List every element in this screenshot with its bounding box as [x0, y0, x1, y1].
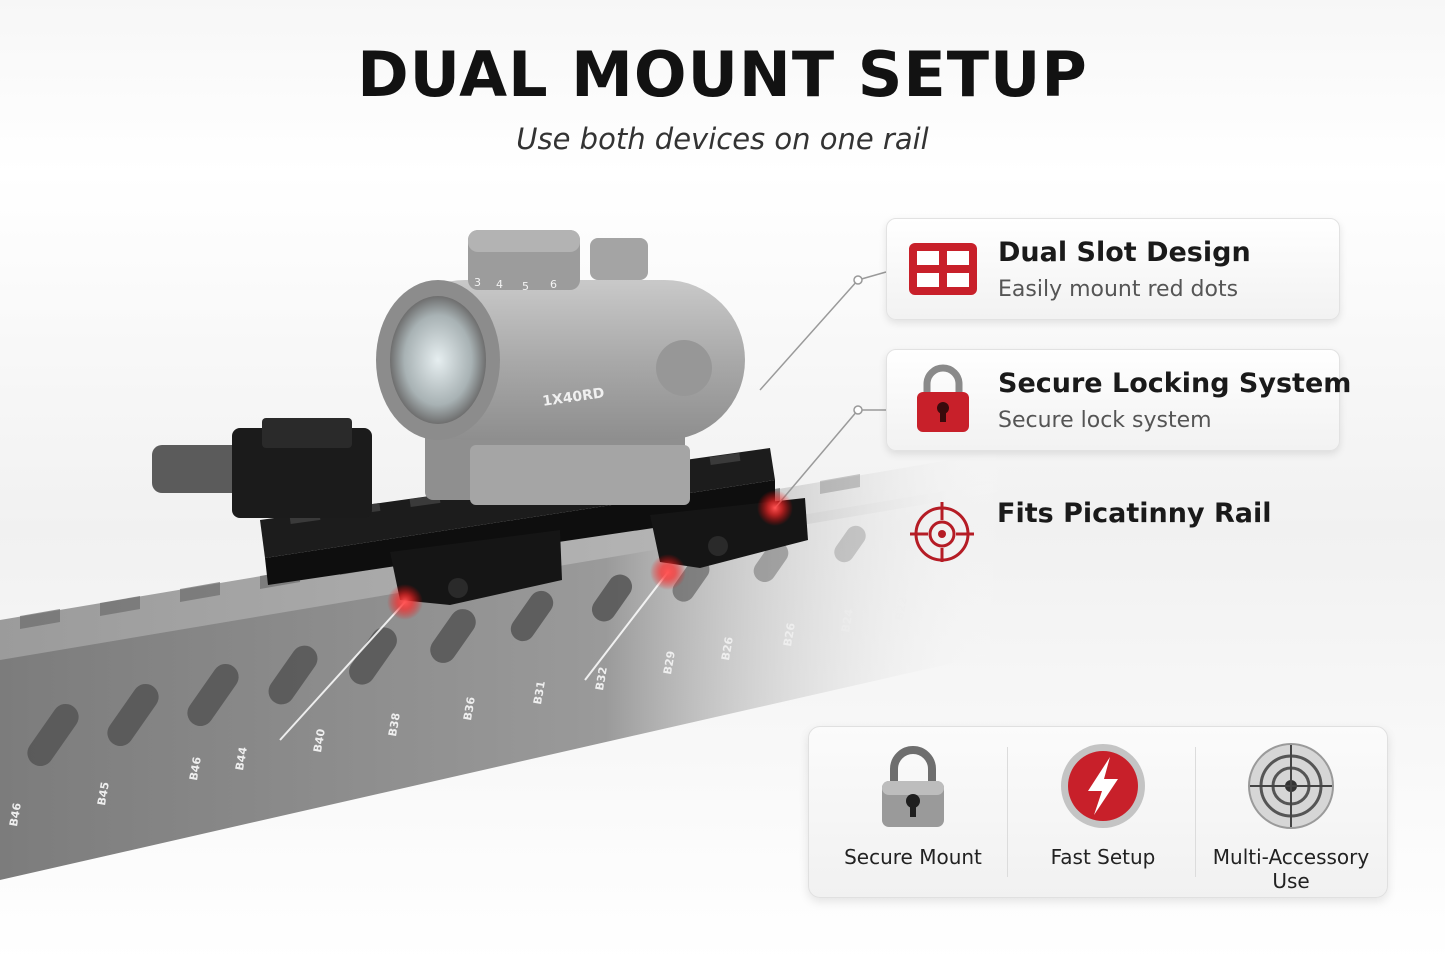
rail-marking: B40: [311, 728, 328, 754]
badge-label: Secure Mount: [844, 845, 982, 869]
feature-card-dual-slot: Dual Slot Design Easily mount red dots: [886, 218, 1340, 320]
crosshair-icon: [910, 502, 974, 562]
callout-leaders: [279, 271, 887, 741]
rail-marking: B22: [893, 596, 910, 622]
feature-title: Dual Slot Design: [998, 237, 1251, 268]
rail-marking: B26: [719, 636, 736, 662]
rail-marking: B31: [531, 680, 548, 706]
turret-number: 5: [522, 280, 529, 293]
padlock-icon: [882, 746, 944, 827]
badge-multi-accessory: Multi-Accessory Use: [1195, 727, 1387, 897]
page-subtitle: Use both devices on one rail: [516, 122, 929, 156]
dual-slot-icon: [909, 243, 977, 295]
rail-marking: B45: [95, 781, 112, 807]
badge-label: Fast Setup: [1050, 845, 1156, 869]
feature-description: Easily mount red dots: [998, 277, 1239, 302]
turret-number: 6: [550, 278, 557, 291]
padlock-icon: [917, 364, 969, 432]
rail-marking: B38: [386, 712, 403, 738]
turret-number: 3: [474, 276, 481, 289]
badge-divider: [1007, 747, 1008, 877]
badge-divider: [1195, 747, 1196, 877]
laser-sight: [152, 418, 372, 518]
badge-fast-setup: Fast Setup: [1007, 727, 1199, 897]
feature-description: Secure lock system: [998, 408, 1212, 433]
feature-title: Fits Picatinny Rail: [997, 498, 1272, 529]
rail-marking: B32: [593, 666, 610, 692]
rail-marking: B46: [187, 756, 204, 782]
rail-marking: B26: [781, 622, 798, 648]
turret-number: 4: [496, 278, 503, 291]
feature-card-picatinny: Fits Picatinny Rail: [886, 476, 1338, 576]
page-title: DUAL MOUNT SETUP: [357, 38, 1088, 111]
target-icon: [1248, 743, 1334, 829]
feature-title: Secure Locking System: [998, 368, 1352, 399]
rail-marking: B36: [461, 696, 478, 722]
badge-secure-mount: Secure Mount: [817, 727, 1009, 897]
badge-panel: Secure Mount Fast Setup Multi-Accessory …: [808, 726, 1388, 898]
feature-card-secure-lock: Secure Locking System Secure lock system: [886, 349, 1351, 451]
red-dot-scope: 3 4 5 6 1X40RD: [376, 230, 745, 505]
badge-label: Multi-Accessory Use: [1212, 845, 1370, 893]
rail-marking: B46: [7, 802, 24, 828]
product-illustration: B46 B45 B46 B44 B40 B38 B36 B31 B32 B29 …: [0, 230, 1010, 880]
lightning-icon: [1061, 744, 1145, 828]
rail-marking: B24: [839, 608, 856, 634]
rail-marking: B44: [233, 746, 250, 772]
rail-marking: B29: [661, 650, 678, 676]
